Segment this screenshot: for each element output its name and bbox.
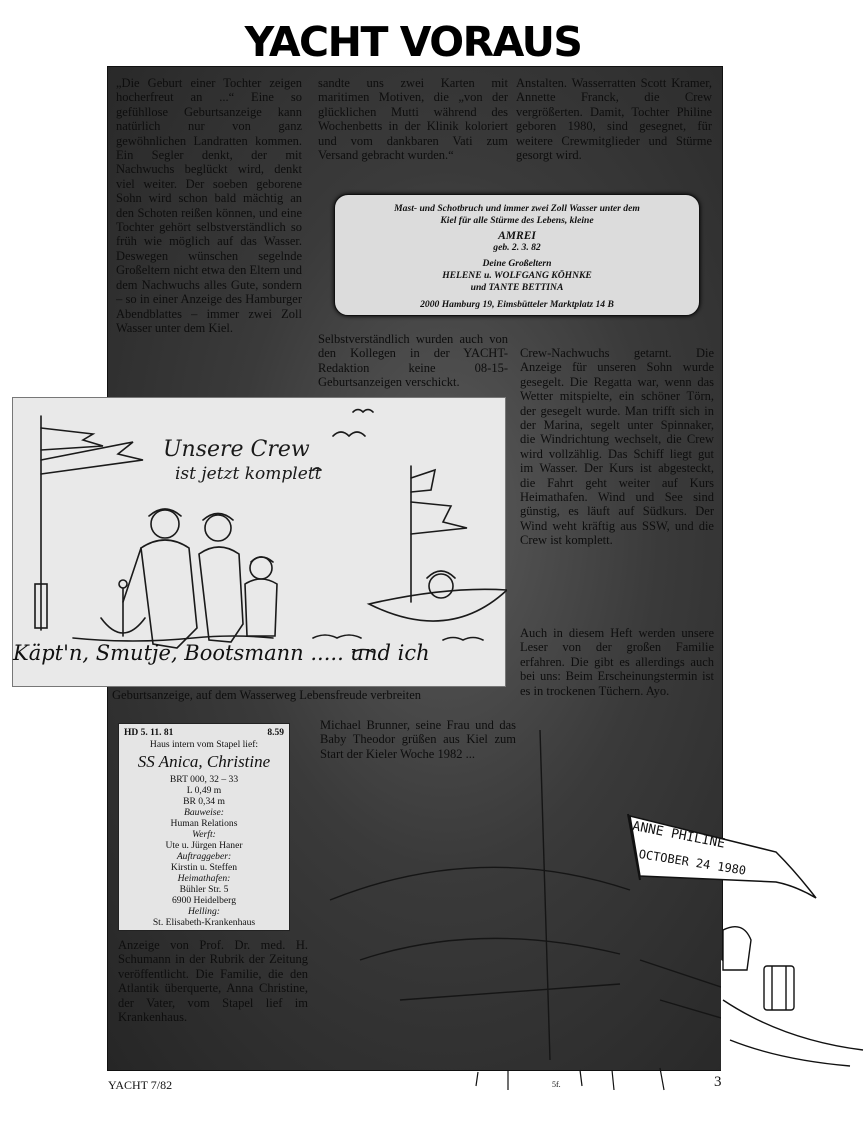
notice-from: Deine Großeltern	[482, 258, 552, 270]
column-3-top-text: Anstalten. Wasserratten Scott Kramer, An…	[516, 76, 712, 163]
card-caption-line: Geburtsanzeige, auf dem Wasserweg Lebens…	[112, 688, 422, 702]
column-3-low-text: Auch in diesem Heft werden unsere Leser …	[520, 626, 714, 698]
birth-card-port-city: 6900 Heidelberg	[171, 895, 237, 906]
notice-line-1: Mast- und Schotbruch und immer zwei Zoll…	[394, 203, 640, 214]
crew-headline-line-1: Unsere Crew	[163, 437, 310, 462]
birth-card-slip-label: Helling:	[188, 906, 220, 917]
birth-card-intro: Haus intern vom Stapel lief:	[149, 739, 259, 750]
birth-card-construction-label: Bauweise:	[184, 807, 224, 818]
birth-card-yard-label: Werft:	[192, 829, 216, 840]
birth-card-port-label: Heimathafen:	[177, 873, 231, 884]
birth-card-port-street: Bühler Str. 5	[179, 884, 229, 895]
column-2-top-text: sandte uns zwei Karten mit maritimen Mot…	[318, 76, 508, 163]
birth-card-time: 8.59	[267, 728, 284, 738]
crew-headline: Unsere Crew ist jetzt komplett	[163, 438, 321, 486]
notice-line-2: Kiel für alle Stürme des Lebens, kleine	[440, 214, 594, 226]
crew-caption: Käpt'n, Smutje, Bootsmann ..... und ich	[13, 641, 430, 665]
column-2-low-text: Michael Brunner, seine Frau und das Baby…	[320, 718, 516, 761]
notice-birth-date: geb. 2. 3. 82	[493, 242, 541, 254]
birth-card-date: HD 5. 11. 81	[124, 728, 174, 738]
column-3-mid-text: Crew-Nachwuchs getarnt. Die Anzeige für …	[520, 346, 714, 548]
column-1-low-text: Anzeige von Prof. Dr. med. H. Schumann i…	[118, 938, 308, 1025]
birth-card-breadth: BR 0,34 m	[183, 796, 225, 807]
notice-baby-name: AMREI	[498, 229, 536, 242]
column-2-mid-text: Selbstverständlich wurden auch von den K…	[318, 332, 508, 390]
crew-illustration	[34, 408, 507, 653]
birth-card-yard: Ute u. Jürgen Haner	[165, 840, 243, 851]
birth-card-construction: Human Relations	[170, 818, 238, 829]
birth-card-slip: St. Elisabeth-Krankenhaus	[152, 917, 256, 928]
birth-notice-amrei: Mast- und Schotbruch und immer zwei Zoll…	[334, 194, 700, 316]
birth-card-brt: BRT 000, 32 – 33	[169, 774, 239, 785]
page-number: 3	[714, 1074, 722, 1090]
page-title: YACHT VORAUS	[244, 18, 583, 66]
birth-card-header: HD 5. 11. 81 8.59	[124, 728, 284, 739]
crew-card: Unsere Crew ist jetzt komplett Käpt'n, S…	[12, 397, 507, 687]
name-pennant	[627, 813, 817, 899]
column-1-top-text: „Die Geburt einer Tochter zeigen hocherf…	[116, 76, 302, 335]
crew-headline-line-2: ist jetzt komplett	[175, 464, 322, 484]
birth-card-ship-name: SS Anica, Christine	[137, 752, 271, 771]
notice-grandparents: HELENE u. WOLFGANG KÖHNKE	[442, 269, 592, 281]
notice-aunt: und TANTE BETTINA	[470, 281, 564, 293]
birth-card-client: Kirstin u. Steffen	[170, 862, 238, 873]
footer-issue: YACHT 7/82	[108, 1078, 173, 1092]
footer-mark: 5f.	[552, 1080, 561, 1089]
notice-address: 2000 Hamburg 19, Eimsbütteler Marktplatz…	[420, 298, 614, 310]
birth-card-client-label: Auftraggeber:	[176, 851, 232, 862]
birth-card-anica: HD 5. 11. 81 8.59 Haus intern vom Stapel…	[118, 723, 290, 931]
birth-card-length: L 0,49 m	[186, 785, 222, 796]
